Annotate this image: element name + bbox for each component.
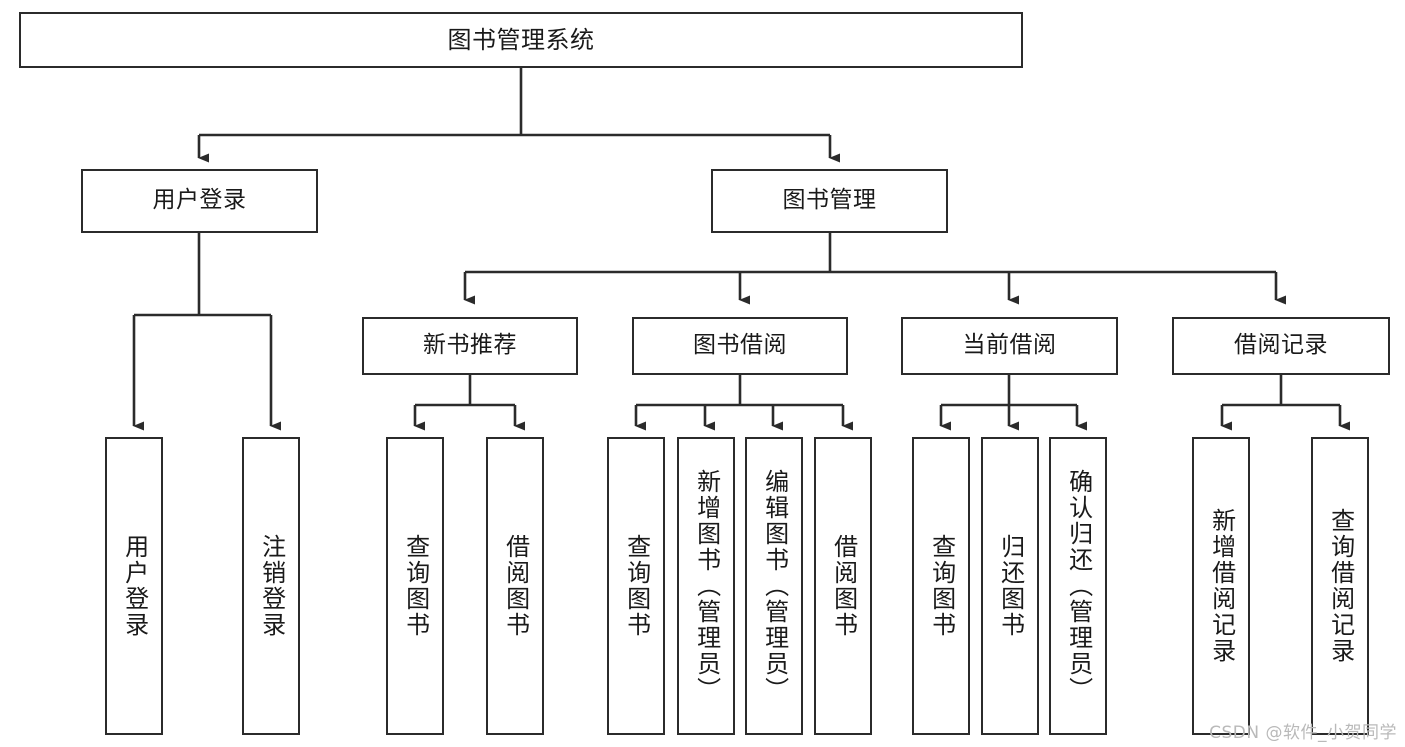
node-label: 查询图书 <box>622 534 651 638</box>
leaf-user-login[interactable]: 用户登录 <box>105 437 163 735</box>
node-label: 用户登录 <box>120 534 149 638</box>
node-label: 图书借阅 <box>693 332 787 359</box>
node-current-borrowing[interactable]: 当前借阅 <box>901 317 1118 375</box>
node-label: 查询图书 <box>927 534 956 638</box>
leaf-current-query-book[interactable]: 查询图书 <box>912 437 970 735</box>
leaf-borrow-add-book-admin[interactable]: 新增图书（管理员） <box>677 437 735 735</box>
node-label: 查询借阅记录 <box>1326 508 1355 664</box>
node-label: 图书管理 <box>782 187 877 214</box>
node-label: 新书推荐 <box>423 332 517 359</box>
node-label: 归还图书 <box>996 534 1025 638</box>
node-root-book-management-system[interactable]: 图书管理系统 <box>19 12 1023 68</box>
node-label: 查询图书 <box>401 534 430 638</box>
leaf-current-return-book[interactable]: 归还图书 <box>981 437 1039 735</box>
node-label: 借阅图书 <box>501 534 530 638</box>
leaf-current-confirm-return-admin[interactable]: 确认归还（管理员） <box>1049 437 1107 735</box>
leaf-record-add[interactable]: 新增借阅记录 <box>1192 437 1250 735</box>
node-label: 新增借阅记录 <box>1207 508 1236 664</box>
csdn-watermark: CSDN @软件_小贺同学 <box>1209 723 1397 743</box>
node-new-book-recommendation[interactable]: 新书推荐 <box>362 317 578 375</box>
node-user-login[interactable]: 用户登录 <box>81 169 318 233</box>
node-label: 图书管理系统 <box>447 25 595 54</box>
node-label: 用户登录 <box>152 187 247 214</box>
node-label: 新增图书（管理员） <box>692 469 721 703</box>
node-book-borrowing[interactable]: 图书借阅 <box>632 317 848 375</box>
node-label: 当前借阅 <box>962 332 1057 359</box>
node-label: 确认归还（管理员） <box>1064 469 1093 703</box>
node-label: 注销登录 <box>257 534 286 638</box>
node-label: 编辑图书（管理员） <box>760 469 789 703</box>
leaf-new-book-query[interactable]: 查询图书 <box>386 437 444 735</box>
leaf-borrow-borrow-book[interactable]: 借阅图书 <box>814 437 872 735</box>
leaf-borrow-edit-book-admin[interactable]: 编辑图书（管理员） <box>745 437 803 735</box>
leaf-borrow-query-book[interactable]: 查询图书 <box>607 437 665 735</box>
leaf-logout[interactable]: 注销登录 <box>242 437 300 735</box>
node-label: 借阅图书 <box>829 534 858 638</box>
leaf-record-query[interactable]: 查询借阅记录 <box>1311 437 1369 735</box>
node-borrowing-record[interactable]: 借阅记录 <box>1172 317 1390 375</box>
node-label: 借阅记录 <box>1234 332 1328 359</box>
node-book-management[interactable]: 图书管理 <box>711 169 948 233</box>
leaf-new-book-borrow[interactable]: 借阅图书 <box>486 437 544 735</box>
